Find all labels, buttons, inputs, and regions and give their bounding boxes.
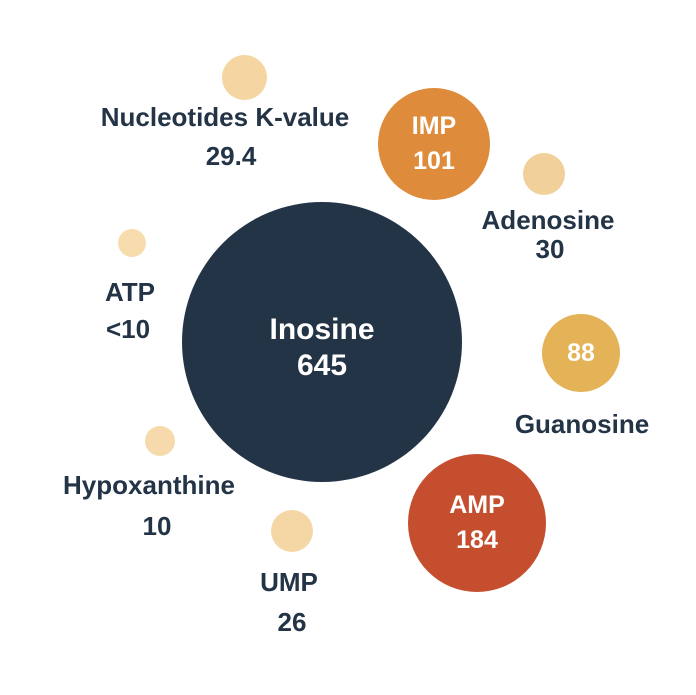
atp-label: ATP [104, 277, 156, 307]
amp-label: AMP [449, 491, 505, 519]
guanosine-value: 88 [567, 338, 595, 367]
inosine-value: 645 [296, 349, 348, 382]
inosine-label: Inosine [269, 313, 375, 346]
guanosine-label: Guanosine [514, 409, 650, 439]
adenosine-bubble [523, 153, 565, 195]
adenosine-value: 30 [535, 234, 565, 264]
imp-label: IMP [411, 112, 457, 140]
adenosine-label: Adenosine [481, 205, 615, 235]
imp-bubble: IMP 101 [378, 88, 490, 200]
amp-value: 184 [456, 526, 498, 554]
atp-value: <10 [105, 314, 151, 344]
ump-label: UMP [260, 567, 318, 597]
atp-bubble [118, 229, 146, 257]
nucleotides-k-value-value: 29.4 [205, 141, 257, 171]
hypoxanthine-label: Hypoxanthine [63, 470, 235, 500]
inosine-bubble: Inosine 645 [182, 202, 462, 482]
chart-title: Nucleotides K-value [100, 102, 350, 132]
hypoxanthine-value: 10 [142, 511, 172, 541]
amp-bubble: AMP 184 [408, 454, 546, 592]
ump-bubble [271, 510, 313, 552]
guanosine-bubble: 88 [542, 314, 620, 392]
ump-value: 26 [277, 607, 307, 637]
hypoxanthine-bubble [145, 426, 175, 456]
imp-value: 101 [413, 147, 455, 175]
nucleotides-k-value-bubble [222, 55, 267, 100]
